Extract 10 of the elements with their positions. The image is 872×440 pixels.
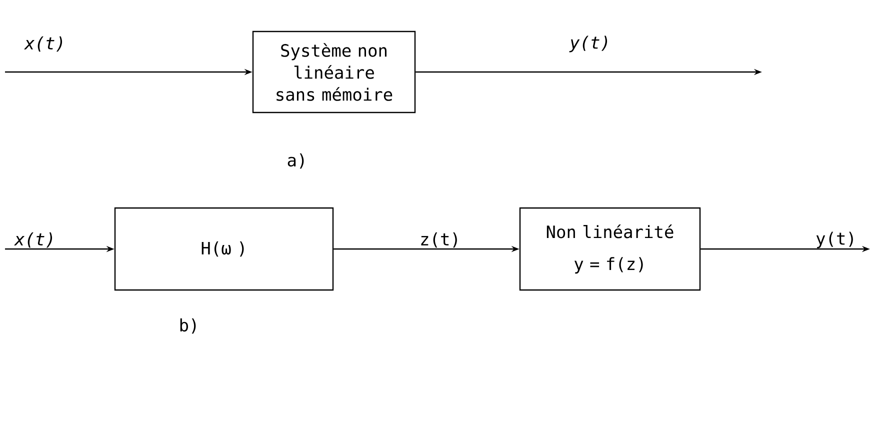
process-box: Système non linéaire sans mémoire <box>252 30 416 114</box>
edge-label: x(t) <box>14 232 52 248</box>
edge-label: y(t) <box>569 36 608 52</box>
process-box: Non linéarité y = f(z) <box>519 207 701 291</box>
edge-label: y(t) <box>816 232 853 248</box>
edge-label: x(t) <box>24 36 62 52</box>
process-box: H(ω ) <box>114 207 334 291</box>
sub-figure-label: a) <box>288 153 304 169</box>
sub-figure-label: b) <box>180 318 196 334</box>
edge-label: z(t) <box>421 232 457 248</box>
